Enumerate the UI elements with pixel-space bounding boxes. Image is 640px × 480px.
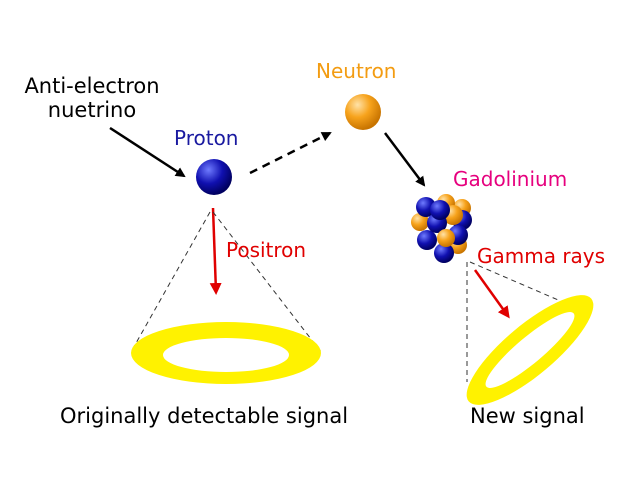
new-signal-caption: New signal xyxy=(470,404,585,428)
proton-label: Proton xyxy=(174,126,239,150)
original-signal-caption: Originally detectable signal xyxy=(60,404,349,428)
positron-arrow xyxy=(209,207,222,295)
gamma-rays-label: Gamma rays xyxy=(477,244,606,268)
positron-label: Positron xyxy=(226,238,307,262)
neutron-particle xyxy=(345,94,381,130)
gadolinium-label: Gadolinium xyxy=(453,167,568,191)
anti-electron-neutrino-label: Anti-electron nuetrino xyxy=(24,74,160,123)
neutrino-arrow xyxy=(109,126,186,178)
gamma-arrow xyxy=(473,269,510,319)
neutron-label: Neutron xyxy=(316,59,397,83)
new-signal-ring xyxy=(466,295,594,405)
dashed-arrow-to-neutron xyxy=(249,131,332,175)
gadolinium-nucleus xyxy=(411,194,472,263)
proton-particle xyxy=(196,159,232,195)
original-signal-ring xyxy=(131,322,321,384)
capture-arrow xyxy=(384,132,426,187)
left-cone-line-2 xyxy=(212,211,322,353)
